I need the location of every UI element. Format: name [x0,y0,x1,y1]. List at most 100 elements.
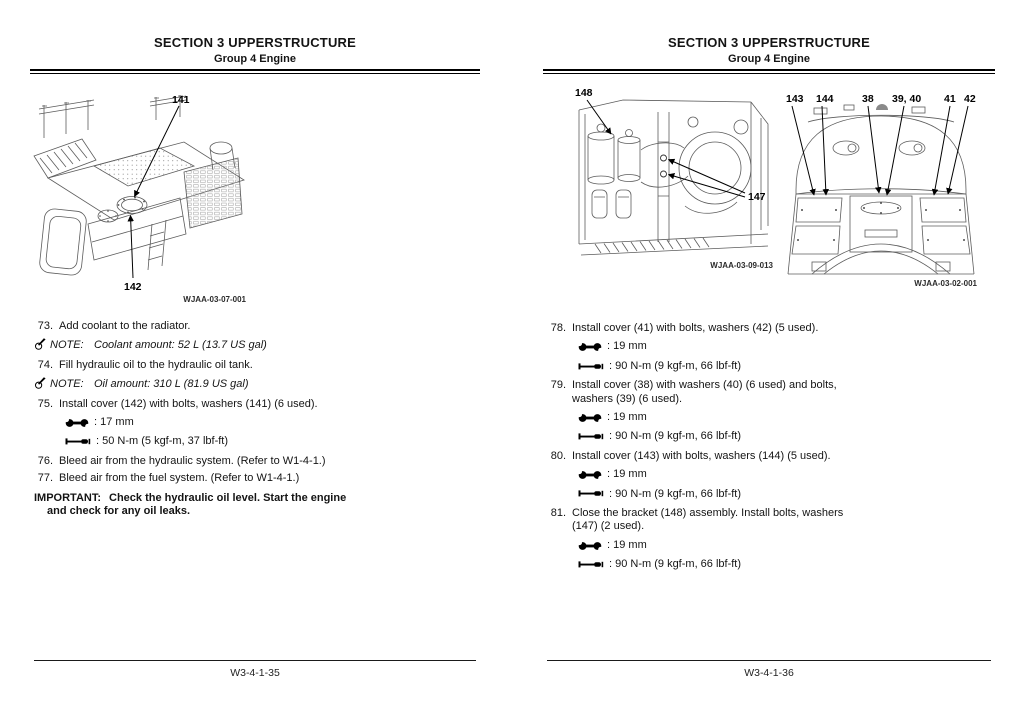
pen-note-icon [34,377,47,394]
step-number: 74. [37,358,53,371]
section-title: SECTION 3 UPPERSTRUCTURE [154,35,356,50]
torque-spec-text: : 90 N-m (9 kgf-m, 66 lbf-ft) [609,359,742,372]
page-footer: W3-4-1-36 [547,660,991,679]
torque-spec-row: : 90 N-m (9 kgf-m, 66 lbf-ft) [578,360,863,373]
torque-spec-row: : 90 N-m (9 kgf-m, 66 lbf-ft) [578,488,863,501]
page-left: SECTION 3 UPPERSTRUCTURE Group 4 Engine [30,0,480,722]
figure-code: WJAA-03-02-001 [914,279,977,288]
step-74: 74. Fill hydraulic oil to the hydraulic … [34,359,350,372]
procedure-steps-right: 78. Install cover (41) with bolts, washe… [547,320,863,578]
torque-spec-row: : 90 N-m (9 kgf-m, 66 lbf-ft) [578,558,863,571]
wrench-icon [578,540,602,551]
step-81: 81. Close the bracket (148) assembly. In… [547,507,863,534]
step-number: 78. [550,322,566,334]
wrench-size-row: : 19 mm [578,539,863,552]
engine-side-illustration: 148 147 [575,87,769,256]
engine-deck-illustration: 141 142 [33,94,245,293]
page-number: W3-4-1-35 [230,667,280,679]
wrench-size-text: : 17 mm [94,416,134,429]
step-text: Install cover (38) with washers (40) (6 … [572,379,837,405]
figure-code: WJAA-03-09-013 [710,261,773,270]
torque-spec-text: : 90 N-m (9 kgf-m, 66 lbf-ft) [609,558,742,571]
torque-spec-text: : 90 N-m (9 kgf-m, 66 lbf-ft) [609,487,742,500]
torque-wrench-icon [65,437,91,447]
note-text: Coolant amount: 52 L (13.7 US gal) [94,339,267,352]
step-80: 80. Install cover (143) with bolts, wash… [547,450,863,463]
page-header: SECTION 3 UPPERSTRUCTURE Group 4 Engine [30,0,480,74]
torque-wrench-icon [578,489,604,499]
wrench-size-text: : 19 mm [607,468,647,481]
footer-rule [34,660,476,661]
callout-42: 42 [964,93,976,105]
section-title: SECTION 3 UPPERSTRUCTURE [668,35,870,50]
figure-engine-deck: 141 142 WJAA-03-07-001 [32,92,250,304]
step-78: 78. Install cover (41) with bolts, washe… [547,322,863,335]
step-text: Install cover (41) with bolts, washers (… [572,322,819,334]
page-right: SECTION 3 UPPERSTRUCTURE Group 4 Engine [543,0,995,722]
step-text: Bleed air from the fuel system. (Refer t… [59,472,300,485]
step-77: 77. Bleed air from the fuel system. (Ref… [34,472,350,485]
important-label: IMPORTANT: [34,491,102,504]
torque-wrench-icon [578,362,604,372]
step-73: 73. Add coolant to the radiator. [34,320,350,333]
page-header: SECTION 3 UPPERSTRUCTURE Group 4 Engine [543,0,995,74]
torque-spec-row: : 50 N-m (5 kgf-m, 37 lbf-ft) [65,435,350,448]
step-text: Install cover (142) with bolts, washers … [59,397,318,410]
step-number: 79. [550,379,566,392]
step-76: 76. Bleed air from the hydraulic system.… [34,455,350,468]
callout-141: 141 [172,94,190,106]
wrench-size-row: : 19 mm [578,468,863,481]
important-text: Check the hydraulic oil level. Start the… [47,491,347,518]
procedure-steps-left: 73. Add coolant to the radiator. NOTE: C… [34,318,350,518]
wrench-size-text: : 19 mm [607,340,647,353]
torque-spec-row: : 90 N-m (9 kgf-m, 66 lbf-ft) [578,430,863,443]
callout-148: 148 [575,87,593,99]
callout-147: 147 [748,191,766,203]
callout-39-40: 39, 40 [892,93,921,105]
step-text: Add coolant to the radiator. [59,320,191,332]
step-number: 80. [550,449,566,462]
step-number: 75. [37,397,53,410]
torque-wrench-icon [578,560,604,570]
step-number: 73. [37,320,53,332]
figure-engine-side: 148 147 WJAA-03-09-013 [565,84,777,270]
step-number: 77. [37,472,53,485]
wrench-size-text: : 19 mm [607,411,647,424]
torque-spec-text: : 50 N-m (5 kgf-m, 37 lbf-ft) [96,435,229,448]
note-coolant: NOTE: Coolant amount: 52 L (13.7 US gal) [34,338,350,355]
step-text: Bleed air from the hydraulic system. (Re… [59,454,326,467]
page-footer: W3-4-1-35 [34,660,476,679]
wrench-icon [578,469,602,480]
page-number: W3-4-1-36 [744,667,794,679]
wrench-size-text: : 19 mm [607,538,647,551]
group-title: Group 4 Engine [728,53,810,65]
header-rule [30,69,480,74]
step-text: Install cover (143) with bolts, washers … [572,449,831,462]
important-notice: IMPORTANT:Check the hydraulic oil level.… [34,492,350,519]
covers-illustration: 143 144 38 39, 40 41 42 [786,93,976,275]
step-number: 81. [550,507,566,520]
step-text: Close the bracket (148) assembly. Instal… [572,507,844,533]
callout-41: 41 [944,93,956,105]
note-text: Oil amount: 310 L (81.9 US gal) [94,378,249,391]
step-79: 79. Install cover (38) with washers (40)… [547,379,863,406]
callout-143: 143 [786,93,804,105]
note-oil: NOTE: Oil amount: 310 L (81.9 US gal) [34,377,350,394]
group-title: Group 4 Engine [214,53,296,65]
wrench-icon [578,412,602,423]
figure-covers-top: 143 144 38 39, 40 41 42 WJAA-03-02-001 [784,90,981,288]
pen-note-icon [34,338,47,355]
callout-38: 38 [862,93,874,105]
step-75: 75. Install cover (142) with bolts, wash… [34,398,350,411]
note-label: NOTE: [50,378,84,391]
wrench-size-row: : 17 mm [65,416,350,429]
note-label: NOTE: [50,339,84,352]
step-text: Fill hydraulic oil to the hydraulic oil … [59,358,253,371]
wrench-icon [65,417,89,428]
callout-144: 144 [816,93,834,105]
step-number: 76. [37,454,53,467]
wrench-size-row: : 19 mm [578,411,863,424]
footer-rule [547,660,991,661]
figure-code: WJAA-03-07-001 [183,295,246,304]
